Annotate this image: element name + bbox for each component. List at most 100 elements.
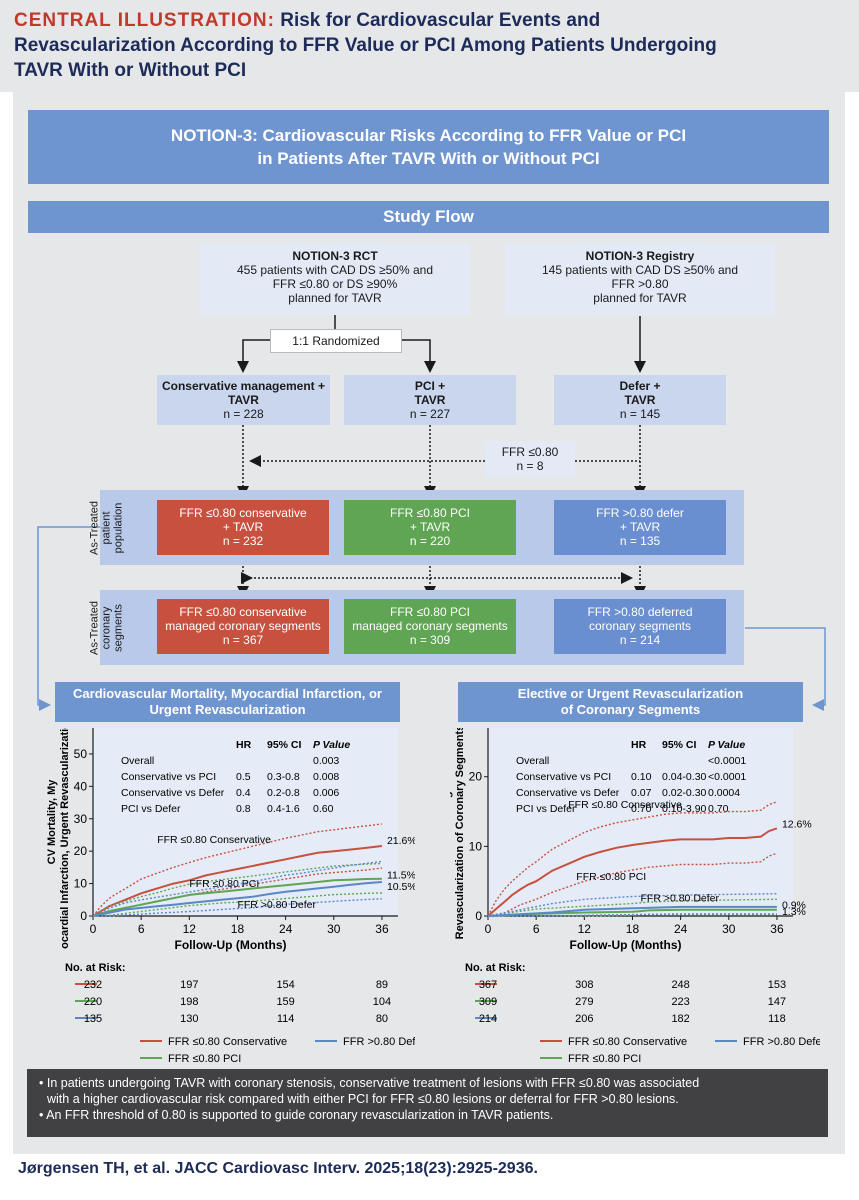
stats-cell: Conservative vs Defer	[516, 787, 620, 799]
segments-defer-l2: coronary segments	[588, 619, 692, 633]
arm-conservative-l2: TAVR	[228, 393, 259, 407]
stats-cell: Conservative vs Defer	[121, 787, 225, 799]
segments-conservative-n: n = 367	[222, 633, 264, 647]
key-finding-1b: with a higher cardiovascular risk compar…	[47, 1092, 679, 1106]
stats-cell: 0.07	[631, 787, 652, 799]
stats-cell: Conservative vs PCI	[121, 771, 216, 783]
y-tick-label: 30	[74, 812, 88, 826]
stats-cell: 0.5	[236, 771, 251, 783]
risk-cell: 104	[373, 996, 391, 1008]
segments-label-l3: segments	[112, 604, 125, 652]
population-label: As-Treated patient population	[69, 501, 144, 555]
risk-cell: 80	[376, 1013, 388, 1025]
risk-cell: 232	[84, 979, 102, 991]
y-axis-title-line1: Elective or Urgent	[450, 775, 453, 869]
population-label-l3: population	[112, 502, 125, 554]
segments-defer-l1: FFR >0.80 deferred	[587, 605, 693, 619]
arm-conservative-l1: Conservative management +	[161, 379, 326, 393]
stats-cell: <0.0001	[708, 771, 746, 783]
header-line1: NOTION-3: Cardiovascular Risks According…	[170, 126, 687, 145]
crossover-box: FFR ≤0.80 n = 8	[485, 441, 575, 477]
segments-label-l1: As-Treated	[88, 601, 101, 656]
risk-cell: 197	[180, 979, 198, 991]
population-conservative: FFR ≤0.80 conservative + TAVR n = 232	[157, 500, 329, 555]
population-defer-n: n = 135	[619, 534, 661, 548]
title-line2: Revascularization According to FFR Value…	[14, 35, 717, 56]
ci-upper-2	[92, 860, 382, 917]
ci-upper-0	[487, 801, 778, 917]
segments-conservative: FFR ≤0.80 conservative managed coronary …	[157, 599, 329, 654]
x-tick-label: 24	[674, 922, 688, 936]
arm-pci: PCI + TAVR n = 227	[344, 375, 516, 425]
risk-cell: 367	[479, 979, 497, 991]
population-defer-l2: + TAVR	[619, 520, 661, 534]
segments-defer-n: n = 214	[619, 633, 661, 647]
population-pci: FFR ≤0.80 PCI + TAVR n = 220	[344, 500, 516, 555]
arm-pci-l1: PCI +	[414, 379, 446, 393]
stats-cell: 0.70	[708, 803, 729, 815]
x-tick-label: 6	[138, 922, 145, 936]
rct-line1: 455 patients with CAD DS ≥50% and	[236, 263, 434, 277]
legend-label-1: FFR >0.80 Defer	[743, 1036, 820, 1048]
crossover-l1: FFR ≤0.80	[501, 445, 559, 459]
segments-conservative-l2: managed coronary segments	[165, 619, 321, 633]
registry-title: NOTION-3 Registry	[585, 249, 695, 263]
title-line1: Risk for Cardiovascular Events and	[280, 10, 601, 31]
risk-cell: 308	[575, 979, 593, 991]
y-tick-label: 0	[475, 909, 482, 923]
risk-cell: 130	[180, 1013, 198, 1025]
stats-cell: PCI vs Defer	[121, 803, 181, 815]
key-finding-1: • In patients undergoing TAVR with coron…	[39, 1076, 700, 1090]
risk-cell: 154	[276, 979, 294, 991]
header-line2: in Patients After TAVR With or Without P…	[257, 149, 600, 168]
series-label-0: FFR ≤0.80 Conservative	[157, 834, 271, 846]
series-label-1: FFR ≤0.80 PCI	[576, 871, 646, 883]
risk-cell: 279	[575, 996, 593, 1008]
page-title: CENTRAL ILLUSTRATION: Risk for Cardiovas…	[14, 8, 844, 83]
stats-cell: 0.003	[313, 755, 339, 767]
risk-cell: 89	[376, 979, 388, 991]
population-conservative-l2: + TAVR	[222, 520, 264, 534]
ci-upper-1	[487, 898, 777, 917]
risk-cell: 118	[768, 1013, 786, 1025]
ci-upper-2	[487, 893, 777, 917]
segments-pci-n: n = 309	[409, 633, 451, 647]
stats-cell: 0.2-0.8	[267, 787, 300, 799]
key-finding-2: • An FFR threshold of 0.80 is supported …	[39, 1108, 554, 1122]
x-tick-label: 0	[90, 922, 97, 936]
title-block	[0, 0, 859, 92]
series-label-2: FFR >0.80 Defer	[641, 892, 720, 904]
legend-label-1: FFR >0.80 Defer	[343, 1036, 415, 1048]
y-tick-label: 20	[74, 844, 88, 858]
x-tick-label: 18	[626, 922, 640, 936]
population-pci-n: n = 220	[409, 534, 451, 548]
series-line-0	[487, 827, 778, 917]
arm-defer-l1: Defer +	[619, 379, 661, 393]
final-value-2: 10.5%	[387, 881, 415, 893]
left-panel-title-l1: Cardiovascular Mortality, Myocardial Inf…	[73, 686, 382, 701]
left-panel-title-l2: Urgent Revascularization	[149, 702, 306, 717]
randomized-label: 1:1 Randomized	[270, 329, 402, 353]
flow-connectors	[37, 315, 826, 711]
risk-cell: 182	[671, 1013, 689, 1025]
stats-cell: Overall	[516, 755, 549, 767]
right-panel-title-l1: Elective or Urgent Revascularization	[517, 686, 744, 701]
risk-cell: 223	[671, 996, 689, 1008]
risk-cell: 309	[479, 996, 497, 1008]
risk-cell: 159	[276, 996, 294, 1008]
y-axis-title-line1: CV Mortality, My	[46, 779, 58, 865]
series-line-2	[92, 881, 382, 917]
population-pci-l2: + TAVR	[409, 520, 451, 534]
x-tick-label: 12	[183, 922, 197, 936]
arm-defer: Defer + TAVR n = 145	[554, 375, 726, 425]
stats-header-ci: 95% CI	[662, 739, 697, 751]
stats-cell: PCI vs Defer	[516, 803, 576, 815]
plot-area	[488, 728, 793, 916]
ci-lower-2	[93, 898, 382, 917]
stats-cell: 0.3-0.8	[267, 771, 300, 783]
segments-label: As-Treated coronary segments	[69, 601, 144, 655]
stats-header-hr: HR	[631, 739, 647, 751]
final-value-1: 11.5%	[387, 870, 415, 882]
x-tick-label: 0	[485, 922, 492, 936]
